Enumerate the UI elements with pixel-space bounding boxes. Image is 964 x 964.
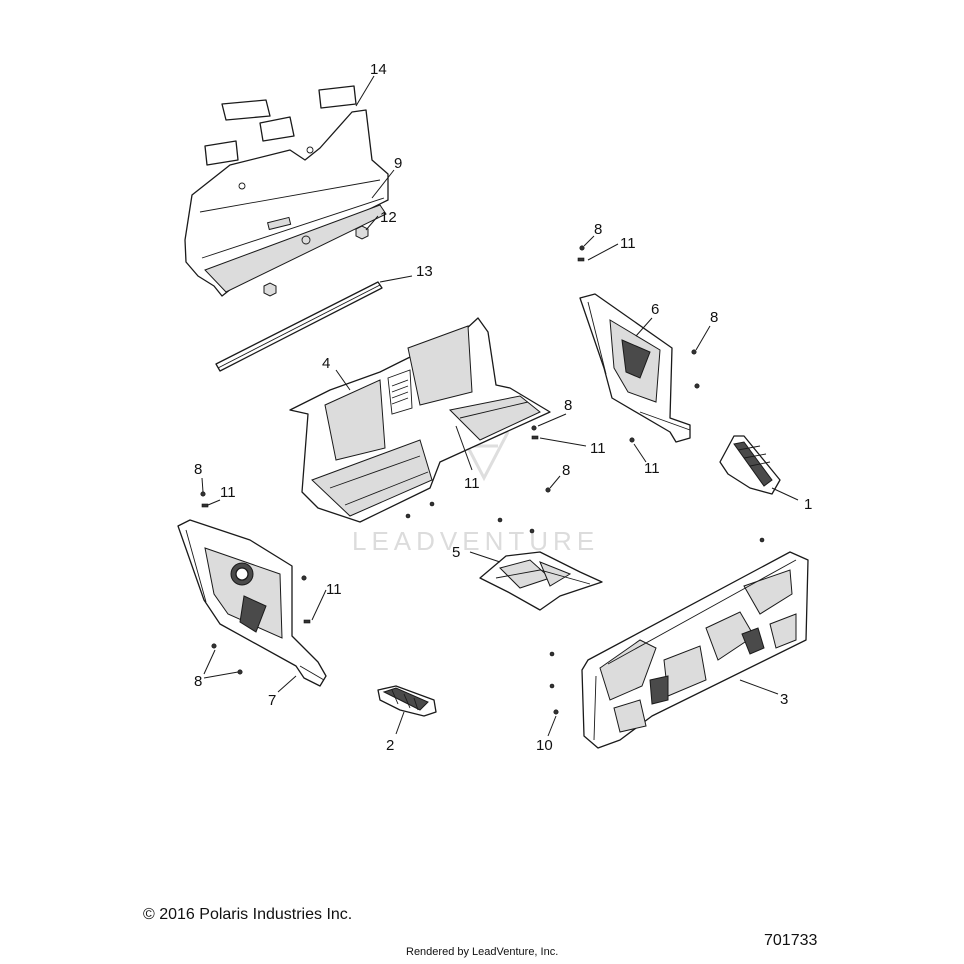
callout-1: 1 (804, 496, 812, 513)
callout-11-left-panel: 11 (326, 581, 342, 598)
watermark-text: LEADVENTURE (352, 526, 599, 556)
copyright-notice: © 2016 Polaris Industries Inc. (143, 906, 353, 923)
callout-11-top-right: 11 (620, 235, 636, 252)
callouts: 14 9 12 13 8 11 6 8 4 8 11 11 11 8 8 11 … (194, 61, 812, 754)
leader-lines (201, 75, 799, 737)
callout-8-left: 8 (194, 461, 202, 478)
callout-12: 12 (380, 209, 397, 226)
diagram-number: 701733 (764, 932, 818, 949)
callout-11-center: 11 (464, 475, 480, 492)
callout-8-right-panel: 8 (710, 309, 718, 326)
part-4-center-floor-panel[interactable] (289, 317, 551, 523)
rendered-by-note: Rendered by LeadVenture, Inc. (406, 946, 559, 958)
part-5-center-plate[interactable] (479, 551, 603, 611)
callout-3: 3 (780, 691, 788, 708)
callout-8-top-right: 8 (594, 221, 602, 238)
callout-6: 6 (651, 301, 659, 318)
part-7-left-side-panel[interactable] (177, 519, 327, 687)
callout-13: 13 (416, 263, 433, 280)
callout-14: 14 (370, 61, 387, 78)
part-3-front-panel[interactable] (581, 551, 809, 749)
part-2-left-footrest[interactable] (377, 685, 437, 717)
part-6-right-side-panel[interactable] (579, 293, 691, 443)
callout-9: 9 (394, 155, 402, 172)
part-1-right-footrest[interactable] (719, 435, 781, 495)
part-9-rear-panel[interactable] (184, 109, 389, 297)
part-12-nut[interactable] (263, 225, 369, 297)
callout-2: 2 (386, 737, 394, 754)
part-14-decals[interactable] (204, 85, 357, 166)
callout-10: 10 (536, 737, 553, 754)
callout-5: 5 (452, 544, 460, 561)
watermark-logo: LEADVENTURE (352, 431, 599, 556)
part-13-seal-strip[interactable] (215, 281, 383, 372)
callout-11-left: 11 (220, 484, 236, 501)
callout-11-center-right: 11 (590, 440, 606, 457)
callout-8-bottom-left: 8 (194, 673, 202, 690)
callout-8-center: 8 (562, 462, 570, 479)
callout-11-right: 11 (644, 460, 660, 477)
fasteners (200, 245, 765, 715)
callout-8-center-right: 8 (564, 397, 572, 414)
callout-4: 4 (322, 355, 330, 372)
callout-7: 7 (268, 692, 276, 709)
